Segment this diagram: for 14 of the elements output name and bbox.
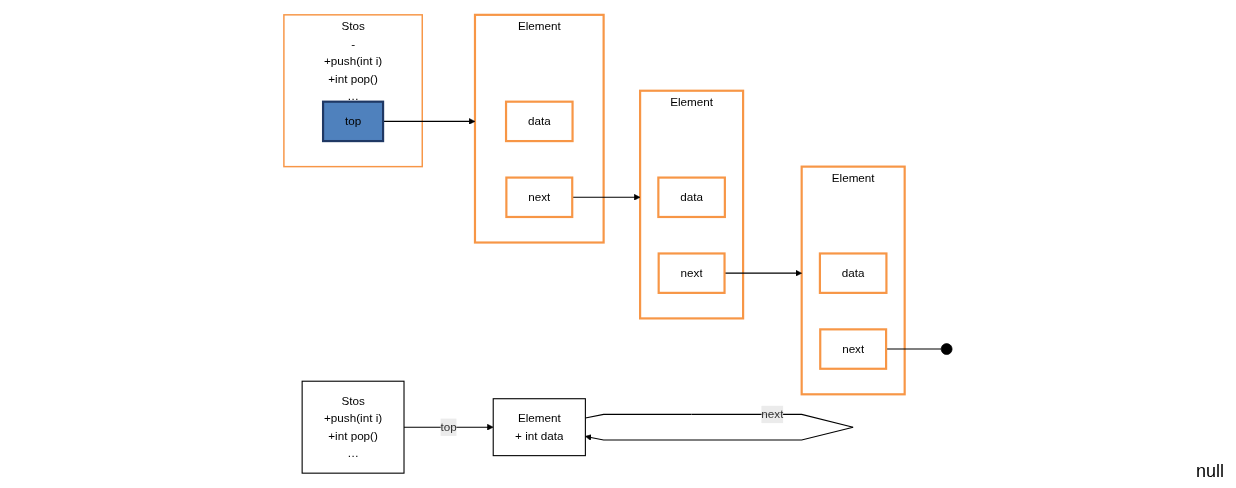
node-box: next [505,176,574,219]
node-box: Stos +push(int i) +int pop() … [301,380,405,474]
node-circle [940,343,953,355]
edge-label: next [761,407,784,421]
arrow [724,269,802,277]
node-box: data [504,100,574,143]
note-text: null [1195,461,1224,482]
node-box: Element + int data [492,398,586,457]
edge-label: top [440,420,457,434]
node-box: next [819,328,888,370]
node-box: data [818,252,888,294]
node-box: data [657,176,726,219]
node-box: next [657,252,726,294]
node-box: top [321,100,385,143]
